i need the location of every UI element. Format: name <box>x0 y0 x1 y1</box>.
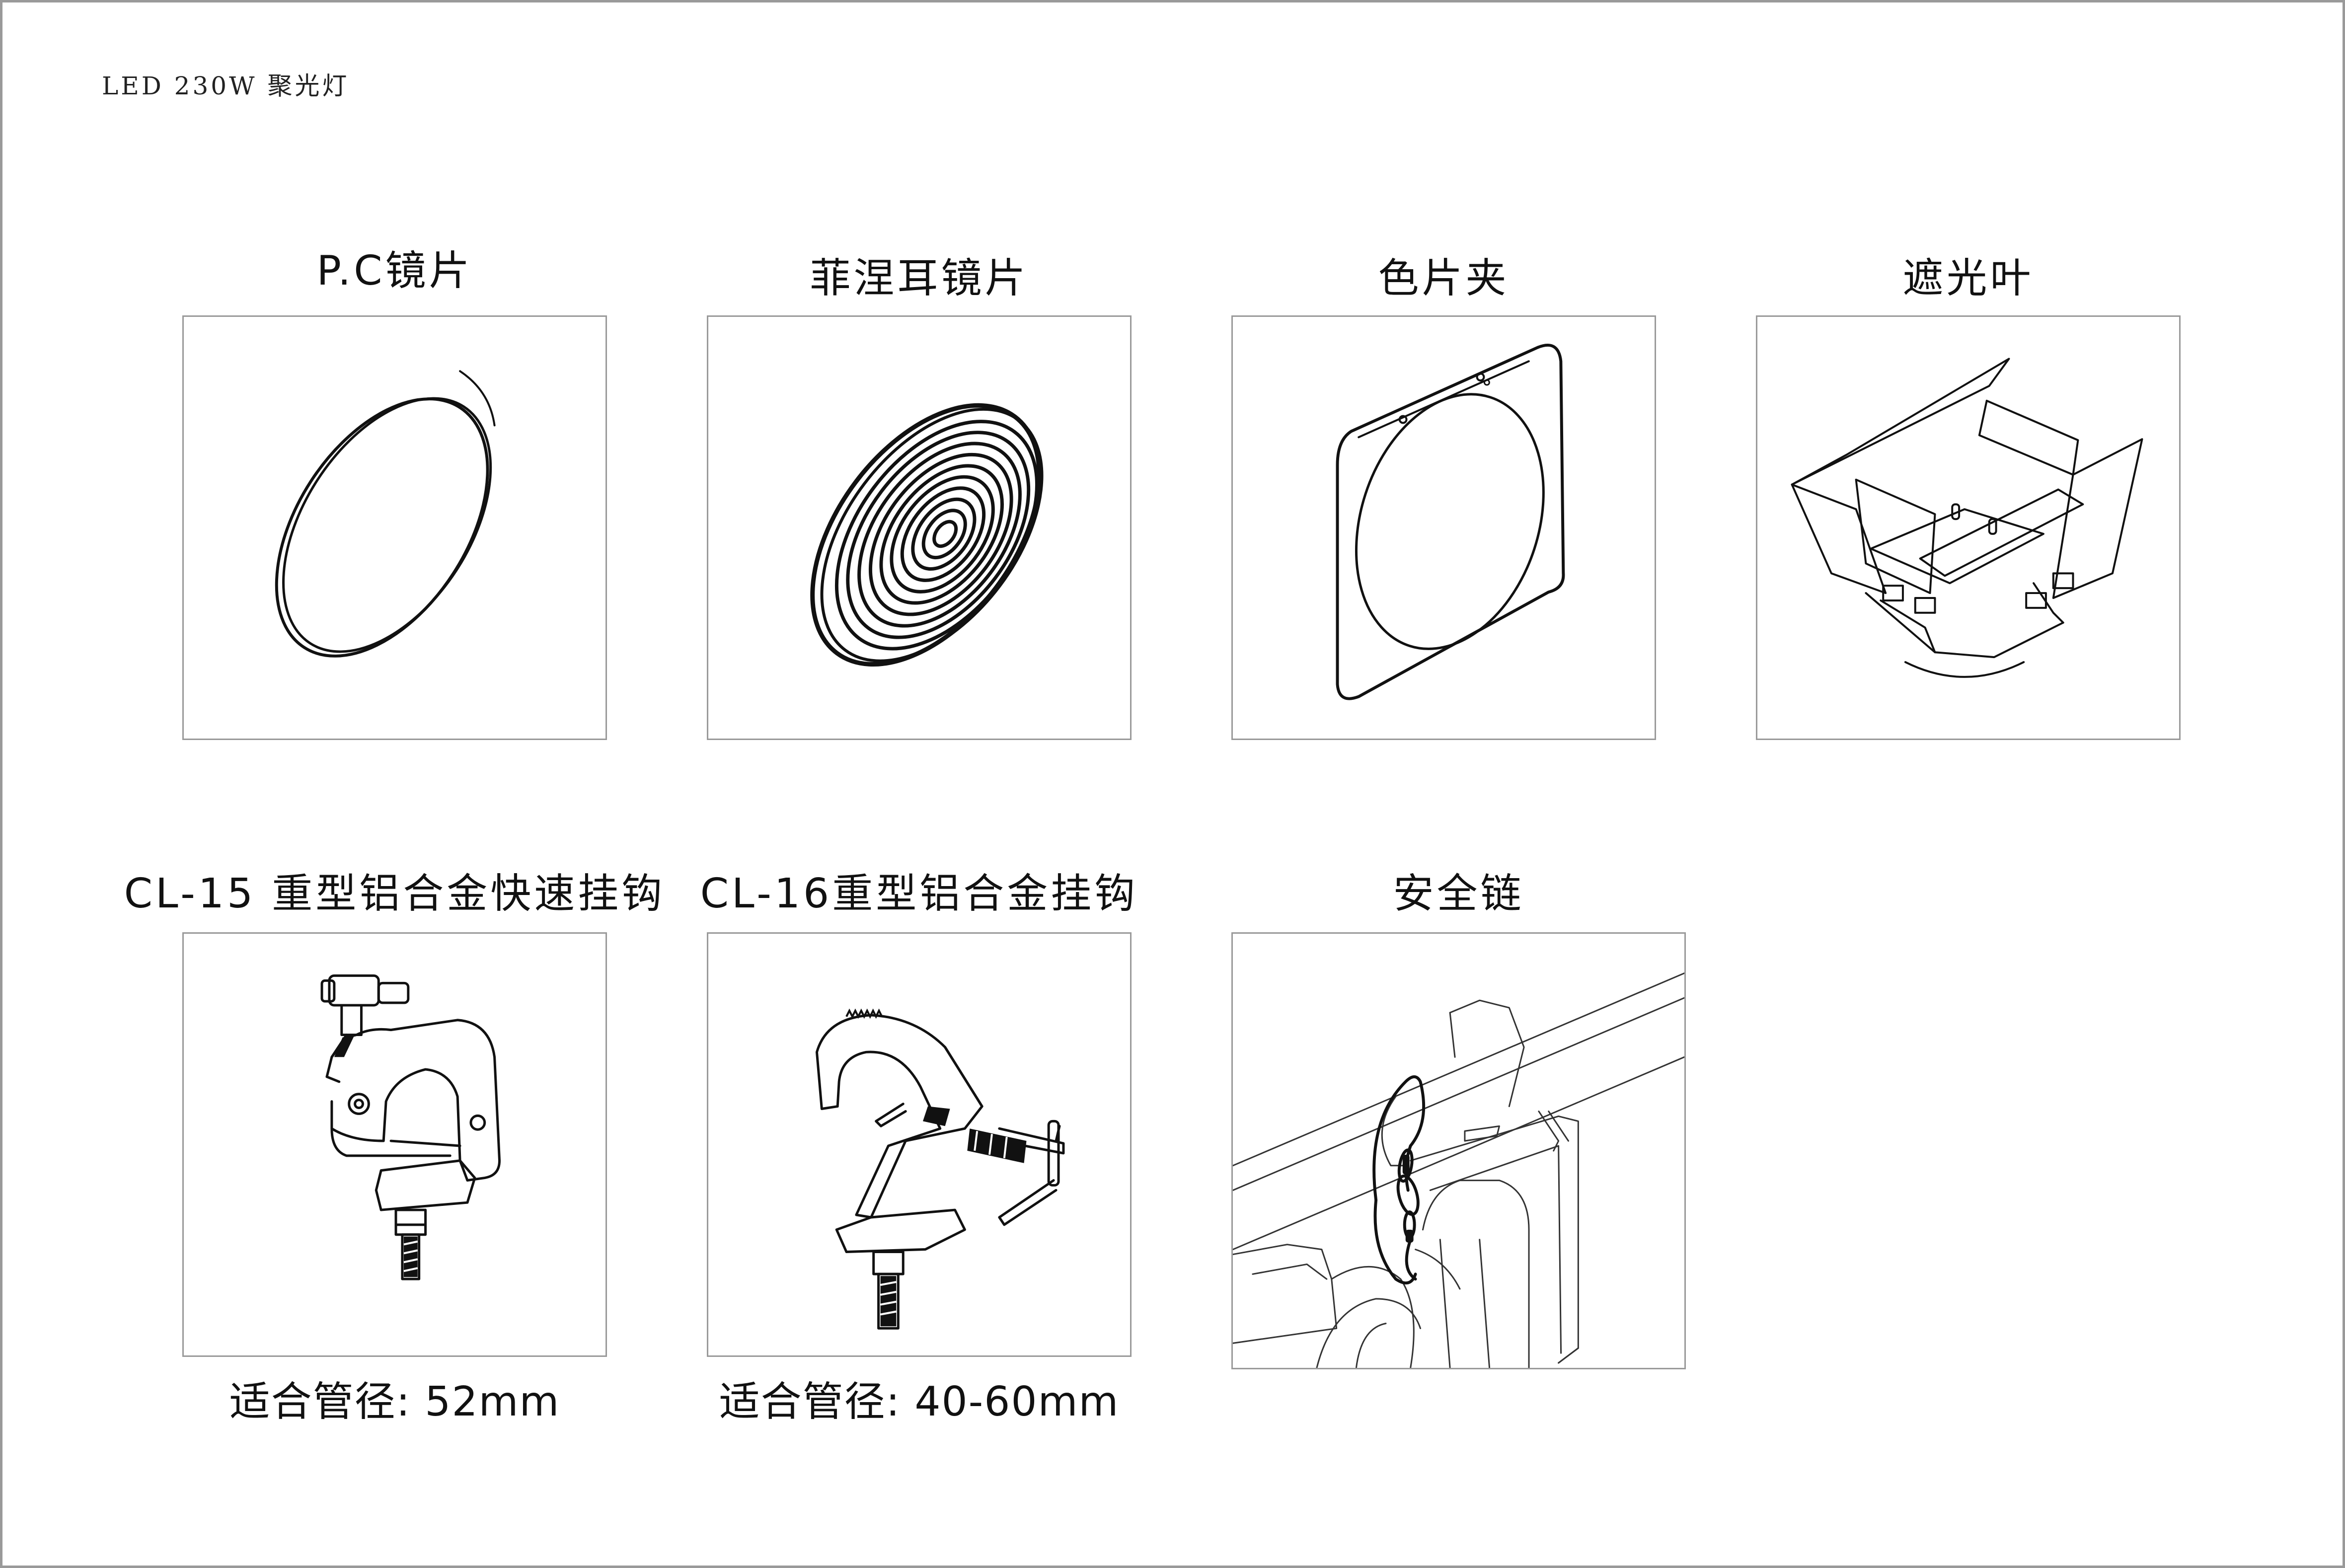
accessory-barn-doors: 遮光叶 <box>1756 258 2181 740</box>
pipe-diameter-note: 适合管径: 40-60mm <box>719 1378 1120 1425</box>
fresnel-lens-icon <box>810 403 1044 667</box>
accessory-label: 色片夹 <box>1378 255 1510 302</box>
accessory-label: CL-16重型铝合金挂钩 <box>700 870 1138 917</box>
safety-cable-icon <box>1233 972 1684 1368</box>
quick-clamp-icon <box>320 974 501 1280</box>
document-title: LED 230W 聚光灯 <box>102 72 350 100</box>
accessory-label: 遮光叶 <box>1902 255 2034 302</box>
accessory-safety-cable: 安全链 <box>1231 874 1686 1369</box>
accessory-pc-lens: P.C镜片 <box>182 251 607 740</box>
accessory-cl16-clamp: CL-16重型铝合金挂钩 <box>700 874 1135 1422</box>
accessory-image-frame <box>707 315 1132 740</box>
hook-clamp-icon <box>815 1008 1065 1330</box>
accessory-label: 菲涅耳镜片 <box>810 255 1029 302</box>
accessory-image-frame <box>1231 315 1656 740</box>
accessory-fresnel-lens: 菲涅耳镜片 <box>707 258 1132 740</box>
accessory-image-frame <box>182 315 607 740</box>
accessory-image-frame <box>182 932 607 1357</box>
pipe-diameter-note: 适合管径: 52mm <box>229 1378 560 1425</box>
accessory-image-frame <box>1756 315 2181 740</box>
accessory-label: CL-15 重型铝合金快速挂钩 <box>124 870 666 917</box>
pc-lens-icon <box>275 370 496 658</box>
accessory-color-frame: 色片夹 <box>1231 258 1656 740</box>
accessory-label: 安全链 <box>1393 870 1524 917</box>
accessory-image-frame <box>707 932 1132 1357</box>
accessory-cl15-clamp: CL-15 重型铝合金快速挂钩 <box>124 874 663 1422</box>
color-frame-icon <box>1336 344 1565 700</box>
accessory-image-frame <box>1231 932 1686 1369</box>
accessory-label: P.C镜片 <box>316 247 473 295</box>
barn-doors-icon <box>1791 358 2143 678</box>
